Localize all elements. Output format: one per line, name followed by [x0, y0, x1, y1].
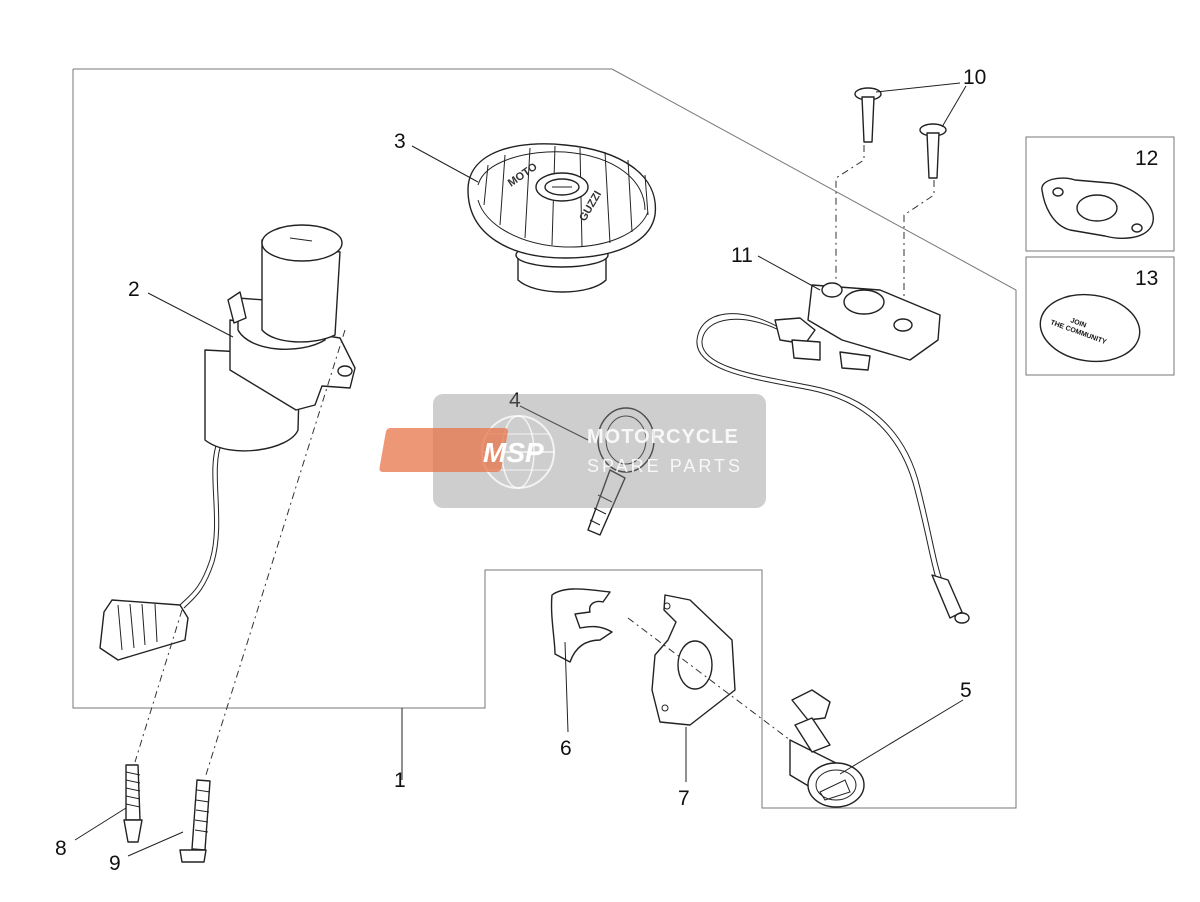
screw-8-axis	[134, 609, 183, 763]
sensor-bracket-part	[696, 282, 970, 624]
msp-watermark: MSP MOTORCYCLE SPARE PARTS	[379, 394, 766, 508]
watermark-line-2: SPARE PARTS	[587, 456, 743, 476]
watermark-logo: MSP	[483, 437, 544, 468]
callout-9: 9	[109, 852, 121, 875]
callout-1: 1	[394, 769, 406, 792]
leader-lines	[74, 82, 967, 857]
screw-part-9	[179, 779, 211, 863]
sticker-part-13: JOIN THE COMMUNITY	[1039, 293, 1141, 363]
screw-axis-left	[835, 145, 865, 292]
callout-10: 10	[963, 66, 986, 89]
callout-5: 5	[960, 679, 972, 702]
kit-outline-frame	[72, 68, 1017, 809]
callout-8: 8	[55, 837, 67, 860]
sticker-12-box	[1025, 136, 1175, 252]
screw-part-8	[123, 764, 143, 843]
watermark-line-1: MOTORCYCLE	[587, 426, 739, 448]
callout-numbers: 1 2 3 4 5 6 7 8 9 10 11 12 13	[55, 66, 1158, 875]
callout-13: 13	[1135, 267, 1158, 290]
callout-11: 11	[731, 244, 753, 267]
callout-3: 3	[394, 130, 406, 153]
key-part	[587, 407, 655, 536]
screw-axis-right	[903, 180, 935, 318]
callout-6: 6	[560, 737, 572, 760]
callout-7: 7	[678, 787, 690, 810]
fuel-cap-part: MOTO GUZZI	[467, 143, 657, 293]
clip-part-6	[550, 588, 613, 663]
screws-part-10	[854, 87, 947, 179]
sticker-13-box	[1025, 256, 1175, 376]
callout-4: 4	[509, 389, 521, 412]
callout-12: 12	[1135, 147, 1158, 170]
gasket-part-12	[1041, 177, 1155, 239]
screw-9-axis	[204, 329, 346, 779]
bracket-plate-part-7	[651, 594, 736, 726]
callout-2: 2	[128, 278, 140, 301]
seat-lock-cylinder-part-5	[789, 689, 865, 808]
ignition-switch-part	[99, 224, 356, 661]
